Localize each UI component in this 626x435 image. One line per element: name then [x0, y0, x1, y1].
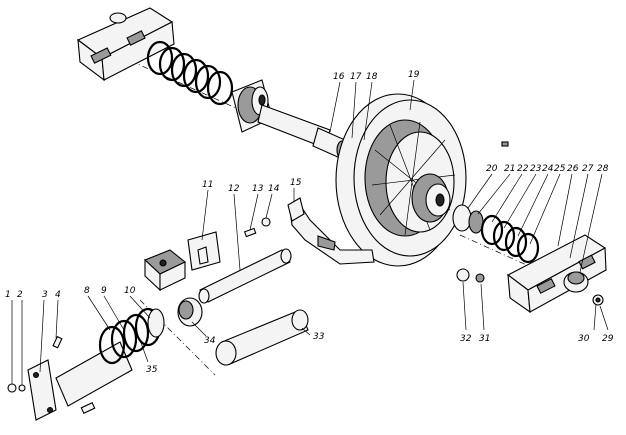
callout-34: 34	[204, 336, 216, 346]
callout-11: 11	[202, 180, 213, 190]
callout-29: 29	[602, 334, 614, 344]
pin-33	[215, 309, 309, 366]
callout-22: 22	[517, 164, 529, 174]
clamp-15	[287, 197, 375, 265]
callout-30: 30	[578, 334, 590, 344]
callout-21: 21	[504, 164, 515, 174]
callout-24: 24	[542, 164, 554, 174]
plate-11	[187, 231, 221, 271]
callout-20: 20	[486, 164, 498, 174]
cap-34	[177, 297, 203, 327]
callout-15: 15	[290, 178, 302, 188]
callout-1: 1	[5, 290, 11, 300]
callout-13: 13	[252, 184, 264, 194]
callout-26: 26	[567, 164, 579, 174]
pin-12	[198, 248, 292, 304]
callout-labels: 1 2 3 4 8 9 10 11 12 13 14 15 16 17 18 1…	[5, 70, 614, 375]
callout-18: 18	[366, 72, 378, 82]
callout-3: 3	[42, 290, 48, 300]
callout-2: 2	[17, 290, 23, 300]
callout-35: 35	[146, 365, 158, 375]
leader-lines	[11, 79, 609, 385]
callout-17: 17	[350, 72, 362, 82]
center-axis-line	[94, 44, 561, 376]
callout-10: 10	[124, 286, 136, 296]
callout-12: 12	[228, 184, 240, 194]
upper-spring	[146, 40, 234, 106]
callout-31: 31	[479, 334, 490, 344]
callout-4: 4	[55, 290, 61, 300]
callout-27: 27	[582, 164, 594, 174]
callout-32: 32	[460, 334, 472, 344]
lower-left-cylinder	[7, 307, 165, 421]
callout-9: 9	[101, 286, 107, 296]
wheel-19	[335, 93, 467, 267]
lower-right-bracket	[506, 234, 607, 314]
callout-19: 19	[408, 70, 420, 80]
callout-33: 33	[313, 332, 325, 342]
stop-block	[143, 249, 187, 292]
upper-bracket	[76, 7, 175, 82]
callout-25: 25	[554, 164, 566, 174]
callout-14: 14	[268, 184, 280, 194]
callout-8: 8	[84, 286, 90, 296]
callout-28: 28	[597, 164, 609, 174]
callout-23: 23	[530, 164, 542, 174]
hub-parts	[452, 204, 540, 264]
callout-16: 16	[333, 72, 345, 82]
